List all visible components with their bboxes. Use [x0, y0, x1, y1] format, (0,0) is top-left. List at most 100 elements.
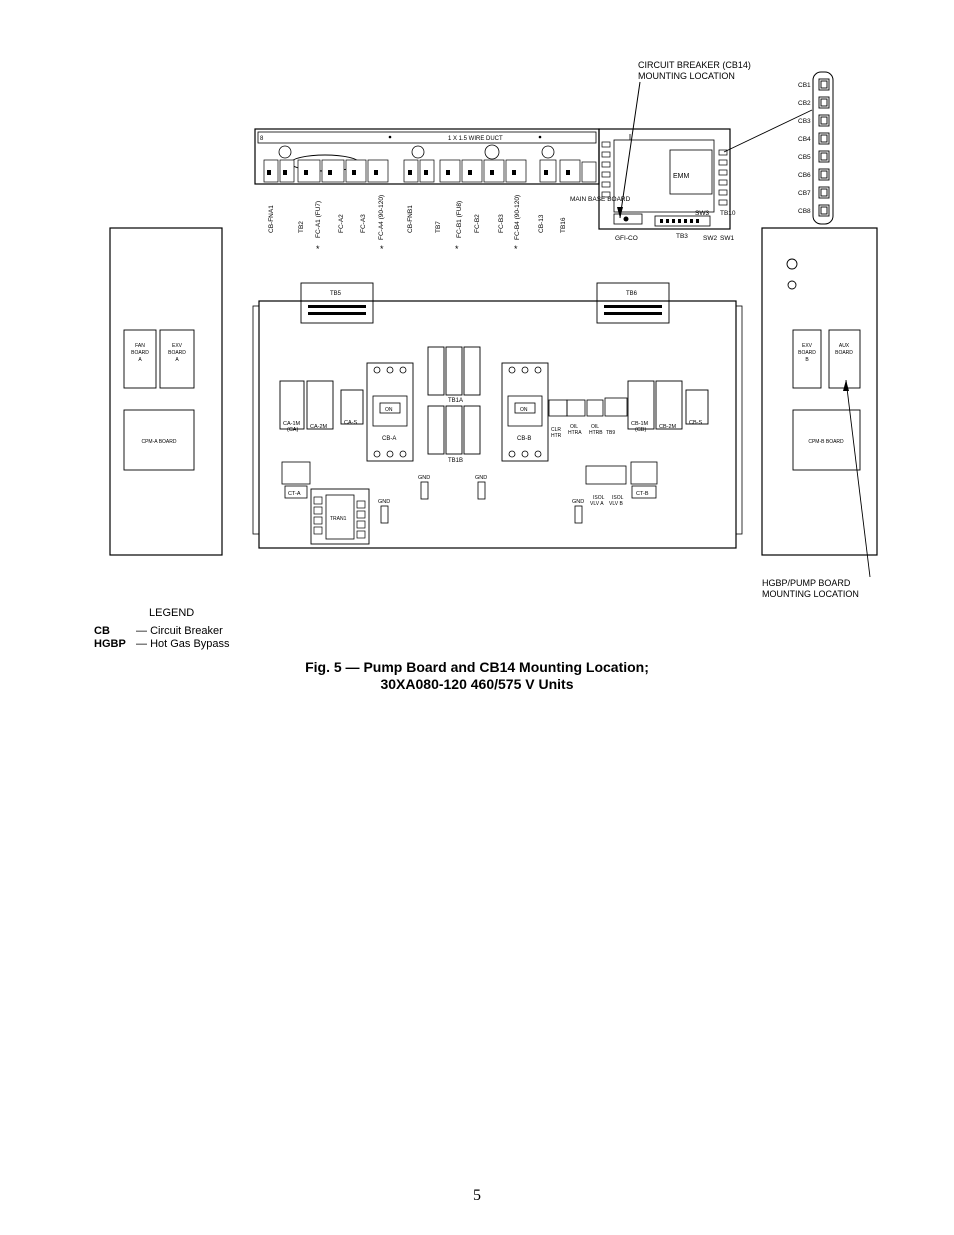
isol-a-line1: ISOL — [593, 495, 605, 501]
tb3-label: TB3 — [676, 233, 688, 240]
legend-dash: — — [136, 638, 151, 650]
callout-cb14-line1: CIRCUIT BREAKER (CB14) — [638, 60, 751, 70]
aux-board-line1: AUX — [839, 343, 850, 349]
exv-board-a-line1: EXV — [172, 343, 183, 349]
cb-a-label: CB-A — [382, 436, 396, 442]
tb1b-label: TB1B — [448, 458, 463, 464]
legend-abbr: CB — [94, 625, 110, 637]
main-control-panel: TB5 TB6 ON CB-A ON CB-B TB1A T — [252, 282, 743, 549]
ct-a-label: CT-A — [288, 491, 301, 497]
label-tb2: TB2 — [298, 221, 305, 233]
label-fc-b2: FC-B2 — [474, 214, 481, 233]
cb8-label: CB8 — [798, 208, 811, 215]
svg-text:*: * — [514, 244, 518, 254]
fan-board-a-line1: FAN — [135, 343, 145, 349]
tb1a-label: TB1A — [448, 398, 463, 404]
main-base-board-label: MAIN BASE BOARD — [570, 196, 631, 203]
ct-b-label: CT-B — [636, 491, 649, 497]
left-door-panel: FAN BOARD A EXV BOARD A CPM-A BOARD — [109, 227, 223, 556]
caption-line2: 30XA080-120 460/575 V Units — [380, 676, 574, 692]
cpm-a-board-label: CPM-A BOARD — [141, 439, 176, 445]
label-cb-fna1: CB-FNA1 — [268, 205, 275, 233]
label-tb16: TB16 — [560, 217, 567, 233]
label-cb-13: CB-13 — [538, 214, 545, 233]
ca-2m-label: CA-2M — [310, 424, 328, 430]
page-number: 5 — [473, 1187, 481, 1204]
legend-dash: — — [136, 625, 151, 637]
tb10-label: TB10 — [720, 210, 736, 217]
label-fc-a3: FC-A3 — [360, 214, 367, 233]
exv-board-a-line2: BOARD — [168, 350, 186, 356]
exv-board-b-line2: BOARD — [798, 350, 816, 356]
cpm-b-board-label: CPM-B BOARD — [808, 439, 844, 445]
circuit-breaker-strip: CB1 CB2 CB3 CB4 CB5 CB6 CB7 CB8 — [723, 71, 834, 225]
exv-board-b-line3: B — [805, 357, 809, 363]
gnd-label-3: GND — [475, 475, 487, 481]
ca-1m-line1: CA-1M — [283, 421, 301, 427]
cb-2m-label: CB-2M — [659, 424, 677, 430]
fan-board-a-line2: BOARD — [131, 350, 149, 356]
right-door-panel: EXV BOARD B AUX BOARD CPM-B BOARD — [761, 227, 878, 578]
sw3-label: SW3 — [695, 210, 709, 217]
label-fc-a4: FC-A4 (90-120) — [378, 195, 385, 240]
cb2-label: CB2 — [798, 100, 811, 107]
tb5-label: TB5 — [330, 291, 342, 297]
gnd-label-4: GND — [572, 499, 584, 505]
cb3-label: CB3 — [798, 118, 811, 125]
legend-desc: Hot Gas Bypass — [150, 638, 230, 650]
wiring-diagram: CIRCUIT BREAKER (CB14) MOUNTING LOCATION… — [109, 60, 878, 599]
gnd-label-1: GND — [378, 499, 390, 505]
svg-text:*: * — [380, 244, 384, 254]
cb-1m-line2: (CB) — [635, 427, 646, 433]
callout-hgbp-line2: MOUNTING LOCATION — [762, 589, 859, 599]
wire-duct-label: 1 X 1.5 WIRE DUCT — [448, 136, 503, 142]
isol-b-line1: ISOL — [612, 495, 624, 501]
svg-text:*: * — [455, 244, 459, 254]
sw2-label: SW2 — [703, 235, 717, 242]
callout-hgbp-line1: HGBP/PUMP BOARD — [762, 578, 851, 588]
gfi-co-label: GFI-CO — [615, 235, 638, 242]
cb-b-on-label: ON — [520, 407, 528, 413]
top-terminal-labels: CB-FNA1 TB2 FC-A1 (FU7) FC-A2 FC-A3 FC-A… — [268, 195, 567, 254]
cb7-label: CB7 — [798, 190, 811, 197]
label-cb-fnb1: CB-FNB1 — [407, 205, 414, 233]
isol-b-line2: VLV B — [609, 501, 623, 507]
clr-htr-line1: CLR — [551, 427, 561, 433]
label-fc-a1: FC-A1 (FU7) — [315, 201, 322, 238]
sw1-label: SW1 — [720, 235, 734, 242]
gnd-label-2: GND — [418, 475, 430, 481]
aux-board-line2: BOARD — [835, 350, 853, 356]
cb-a-on-label: ON — [385, 407, 393, 413]
label-fc-a2: FC-A2 — [338, 214, 345, 233]
exv-board-b-line1: EXV — [802, 343, 813, 349]
legend-title: LEGEND — [149, 607, 195, 619]
cb1-label: CB1 — [798, 82, 811, 89]
clr-htr-line2: HTR — [551, 433, 562, 439]
cb5-label: CB5 — [798, 154, 811, 161]
oil-htra-line2: HTRA — [568, 430, 582, 436]
svg-text:8: 8 — [260, 136, 264, 142]
ca-s-label: CA-S — [344, 420, 357, 426]
isol-a-line2: VLV A — [590, 501, 604, 507]
cb-b-label: CB-B — [517, 436, 531, 442]
svg-text:*: * — [316, 244, 320, 254]
tb9-label: TB9 — [606, 430, 615, 436]
fan-board-a-line3: A — [138, 357, 142, 363]
tb6-label: TB6 — [626, 291, 638, 297]
label-fc-b4: FC-B4 (90-120) — [514, 195, 521, 240]
label-fc-b3: FC-B3 — [498, 214, 505, 233]
ca-1m-line2: (CA) — [287, 427, 298, 433]
emm-label: EMM — [673, 173, 690, 180]
cb-s-label: CB-S — [689, 420, 702, 426]
oil-htrb-line2: HTRB — [589, 430, 603, 436]
caption-line1: Fig. 5 — Pump Board and CB14 Mounting Lo… — [305, 659, 649, 675]
cb6-label: CB6 — [798, 172, 811, 179]
legend-abbr: HGBP — [94, 638, 126, 650]
tran1-label: TRAN1 — [330, 516, 347, 522]
top-terminal-panel: 1 X 1.5 WIRE DUCT 8 — [254, 128, 600, 185]
legend-desc: Circuit Breaker — [150, 625, 223, 637]
oil-htra-line1: OIL — [570, 424, 578, 430]
control-box: EMM MAIN BASE BOARD GFI-CO TB3 SW2 SW1 S… — [570, 128, 736, 242]
oil-htrb-line1: OIL — [591, 424, 599, 430]
label-tb7: TB7 — [435, 221, 442, 233]
